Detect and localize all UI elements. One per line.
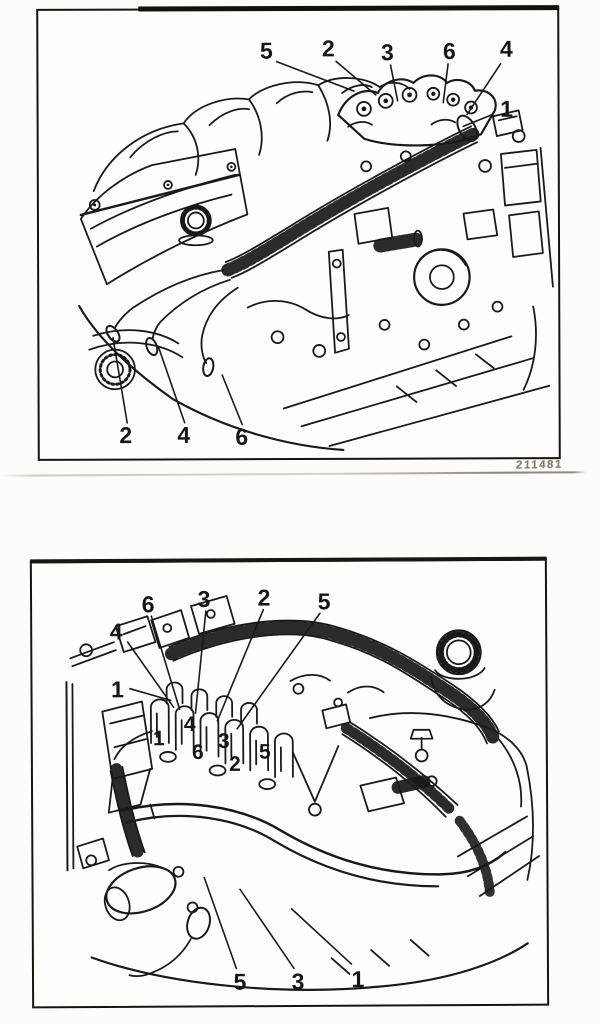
- tower-label-2: 2: [228, 752, 241, 776]
- tower-label-1: 1: [152, 727, 165, 751]
- callout-5: 5: [317, 588, 331, 615]
- callout-6: 6: [141, 591, 155, 618]
- tower-label-6: 6: [191, 740, 204, 765]
- engine-art: [78, 74, 554, 452]
- leader-lines: [112, 60, 502, 426]
- callout-2: 2: [257, 584, 271, 611]
- callout-bottom-6: 6: [235, 423, 249, 450]
- callout-bottom-4: 4: [177, 421, 191, 448]
- callout-4: 4: [499, 35, 513, 62]
- callout-bottom-2: 2: [119, 422, 133, 449]
- callout-2: 2: [321, 35, 335, 62]
- tower-label-5: 5: [258, 740, 271, 764]
- figure-id: 211481: [515, 458, 564, 472]
- callout-3: 3: [380, 39, 394, 66]
- callout-3: 3: [197, 585, 211, 612]
- leader-lines: [126, 608, 353, 970]
- callout-bottom-5: 5: [233, 968, 247, 995]
- tower-label-3: 3: [217, 729, 230, 753]
- tower-label-4: 4: [183, 712, 196, 737]
- engine-line-art-bottom: [65, 595, 541, 991]
- callout-6: 6: [442, 37, 456, 64]
- figure-panel-bottom: 6 3 2 5 4 1 4 1 6 3 2 5 5 3 1: [29, 556, 550, 1009]
- engine-art: [65, 595, 541, 991]
- callout-1: 1: [500, 95, 514, 122]
- callout-5: 5: [259, 37, 273, 64]
- callout-1: 1: [111, 676, 124, 703]
- scan-artifact-line: [0, 471, 586, 477]
- callout-4: 4: [109, 618, 123, 645]
- callout-bottom-1: 1: [351, 966, 365, 993]
- callout-bottom-3: 3: [291, 968, 305, 995]
- engine-line-art-top: [78, 60, 554, 452]
- figure-panel-top: 5 2 3 6 4 1 2 4 6: [36, 5, 561, 461]
